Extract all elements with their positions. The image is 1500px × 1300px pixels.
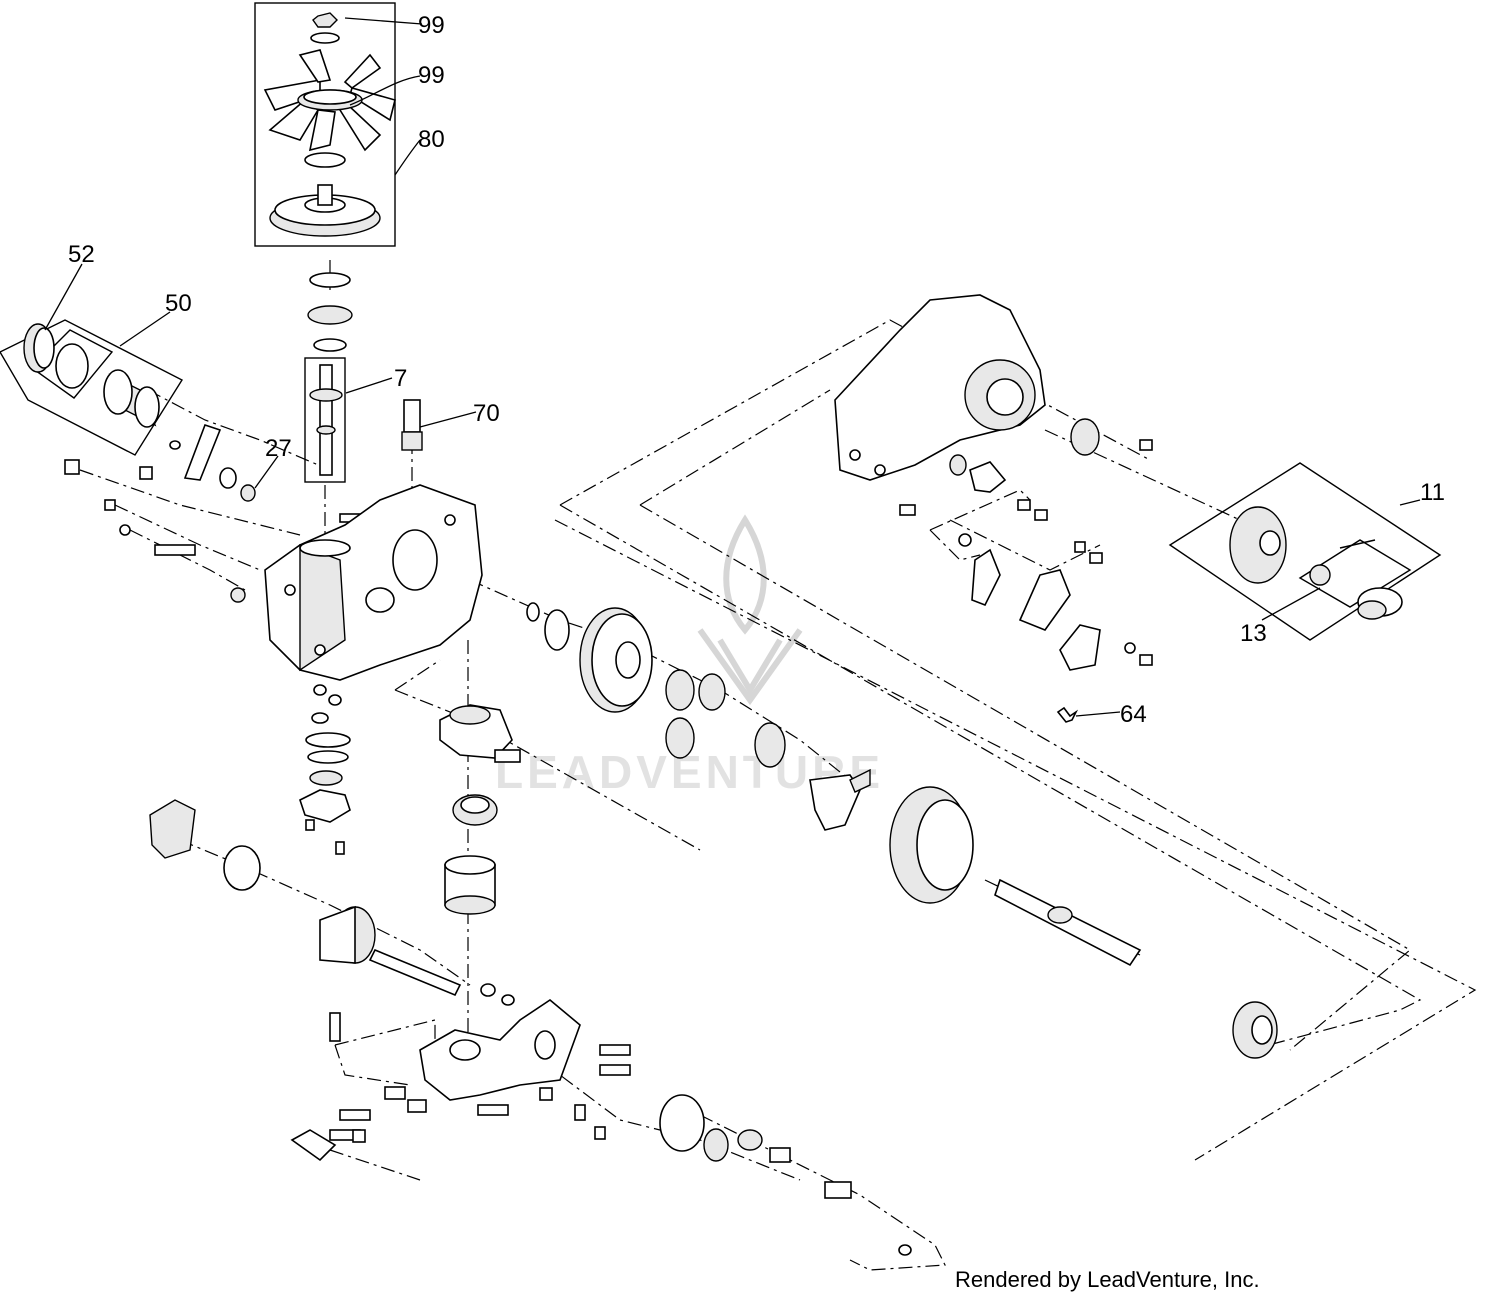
left-hardware — [64, 423, 371, 603]
hub-kit-parts — [1229, 506, 1403, 620]
washer-icon — [310, 32, 340, 44]
callout-13-hub-nut: 13 — [1240, 620, 1267, 647]
callout-11-hub-kit: 11 — [1420, 479, 1445, 506]
cylinder-block-icon — [444, 855, 496, 915]
bypass-arm-icon — [183, 423, 222, 481]
watermark-logo: LEADVENTURE — [495, 514, 880, 798]
charge-pump-plug-icon — [403, 399, 421, 433]
bolt-icon — [64, 459, 80, 475]
differential-icon — [439, 704, 521, 763]
fan-plate-icon — [304, 152, 346, 168]
o-ring-seal-icon — [290, 1129, 337, 1162]
cooling-fan-icon — [263, 49, 396, 152]
center-stack — [444, 794, 498, 915]
plug-base-icon — [401, 431, 423, 451]
leader-lines — [44, 17, 1421, 717]
nut-icon — [312, 12, 338, 28]
thrust-washer-icon — [544, 609, 570, 651]
fan-pulley-assembly — [263, 12, 396, 237]
bracket-icon — [971, 548, 1001, 607]
bearing-icon — [307, 305, 353, 325]
callout-7-input-shaft: 7 — [394, 365, 407, 392]
motor-shaft-icon — [368, 948, 462, 997]
callout-50-filter-kit: 50 — [165, 290, 192, 317]
callout-99-nut: 99 — [418, 12, 445, 39]
large-spur-gear-icon — [579, 607, 653, 713]
hub-cap-box — [1298, 539, 1412, 608]
motor-seal-icon — [223, 845, 261, 891]
axle-bearing-icon — [1232, 1001, 1278, 1059]
swashplate-icon — [149, 799, 196, 859]
callout-70-plug: 70 — [473, 400, 500, 427]
wheel-hub-icon — [1229, 506, 1287, 584]
fan-pulley-kit-box — [254, 2, 396, 247]
filter-kit-box — [0, 319, 183, 456]
callout-64-spring: 64 — [1120, 701, 1147, 728]
brake-arm-icon — [809, 768, 871, 831]
input-shaft-icon — [309, 364, 343, 476]
control-arm-icon — [1018, 569, 1071, 631]
gear-train — [439, 602, 1278, 1059]
main-housing-icon — [264, 484, 483, 681]
retaining-ring-icon — [313, 338, 347, 352]
large-washer-icon — [659, 1094, 705, 1152]
seal-icon — [240, 484, 256, 502]
filter-gasket-icon — [55, 343, 89, 389]
return-arm-icon — [1059, 624, 1101, 671]
callouts: 99 99 80 52 50 7 70 27 11 13 64 — [68, 12, 1445, 728]
ring-gear-icon — [889, 786, 974, 904]
callout-99-fan: 99 — [418, 62, 445, 89]
motor-cylinder-icon — [319, 905, 376, 964]
pulley-icon — [269, 184, 381, 237]
filter-group — [23, 323, 160, 428]
side-housing-icon — [834, 294, 1046, 481]
input-shaft-stack — [307, 272, 423, 476]
pinion-gear-icon — [665, 669, 695, 711]
assembly-lines — [79, 260, 1477, 1271]
credit-line: Rendered by LeadVenture, Inc. — [955, 1267, 1260, 1292]
grouping-boxes — [0, 2, 1442, 641]
oil-filter-icon — [103, 369, 160, 428]
side-housing-hardware — [899, 418, 1153, 671]
snap-ring-icon — [309, 272, 351, 288]
spring-icon — [1056, 706, 1079, 723]
callout-52-filter-cap: 52 — [68, 241, 95, 268]
hub-nut-icon — [1309, 564, 1331, 586]
housing-lower-parts — [299, 684, 351, 855]
filter-gasket-box — [30, 329, 114, 399]
callout-27-seal: 27 — [265, 435, 292, 462]
callout-80-fan-kit: 80 — [418, 126, 445, 153]
motor-group — [149, 799, 462, 997]
lower-hardware — [290, 983, 912, 1256]
input-shaft-box — [304, 357, 346, 483]
center-section-icon — [419, 999, 581, 1101]
hub-kit-box — [1168, 462, 1442, 641]
axle-shaft-icon — [994, 878, 1142, 967]
